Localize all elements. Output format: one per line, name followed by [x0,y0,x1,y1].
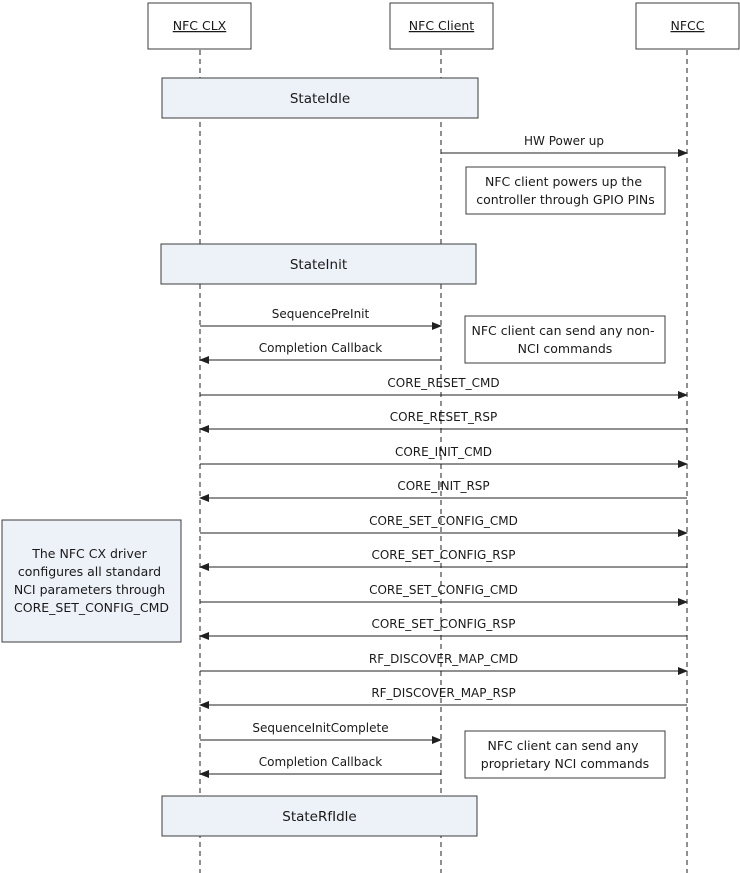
note-line: NCI commands [518,341,613,356]
note-line: configures all standard [18,564,161,579]
message-hw-power-up: HW Power up [441,134,688,157]
note-line: proprietary NCI commands [481,756,649,771]
note-line: NFC client powers up the [485,174,642,189]
message-core-set-config-cmd: CORE_SET_CONFIG_CMD [200,583,688,606]
message-sequence-init-complete: SequenceInitComplete [200,721,442,744]
note-proprietary-nci: NFC client can send any proprietary NCI … [464,730,666,779]
message-rf-discover-map-rsp: RF_DISCOVER_MAP_RSP [199,686,687,709]
message-label: CORE_SET_CONFIG_RSP [371,617,515,631]
message-core-set-config-rsp: CORE_SET_CONFIG_RSP [199,617,687,640]
message-core-set-config-rsp: CORE_SET_CONFIG_RSP [199,548,687,571]
state-box-rfidle: StateRfIdle [161,795,478,837]
message-label: CORE_SET_CONFIG_RSP [371,548,515,562]
svg-text:NFC client can send any non-: NFC client can send any non- NCI command… [472,323,659,356]
svg-text:NFC client can send any: NFC client can send any proprietary NCI … [481,738,649,771]
note-line: NFC client can send any non- [472,323,655,338]
note-line: CORE_SET_CONFIG_CMD [14,600,169,615]
actor-label: NFCC [671,18,705,33]
message-label: CORE_SET_CONFIG_CMD [369,583,518,597]
actor-label: NFC CLX [173,18,227,33]
message-core-reset-cmd: CORE_RESET_CMD [200,376,688,399]
svg-text:NFC client powers up the: NFC client powers up the controller thro… [476,174,655,207]
message-label: SequencePreInit [272,307,370,321]
message-label: CORE_RESET_CMD [387,376,499,390]
note-line: NCI parameters through [14,582,165,597]
message-rf-discover-map-cmd: RF_DISCOVER_MAP_CMD [200,652,688,675]
message-core-reset-rsp: CORE_RESET_RSP [199,410,687,433]
note-cx-driver: The NFC CX driver configures all standar… [1,519,182,643]
state-label: StateIdle [290,91,350,107]
message-completion-callback: Completion Callback [199,341,441,364]
message-sequence-preinit: SequencePreInit [200,307,442,330]
message-label: Completion Callback [259,341,383,355]
state-label: StateInit [290,257,347,273]
state-label: StateRfIdle [282,809,356,825]
message-label: CORE_RESET_RSP [390,410,497,424]
actor-nfc-clx: NFC CLX [147,2,252,50]
message-label: Completion Callback [259,755,383,769]
actor-label: NFC Client [409,18,475,33]
note-line: The NFC CX driver [31,546,147,561]
note-line: NFC client can send any [488,738,640,753]
state-box-idle: StateIdle [161,77,479,119]
message-core-init-cmd: CORE_INIT_CMD [200,445,688,468]
svg-text:The NFC CX driver config: The NFC CX driver configures all standar… [14,546,169,615]
message-completion-callback: Completion Callback [199,755,441,778]
actor-nfc-client: NFC Client [389,2,494,50]
message-label: CORE_INIT_CMD [395,445,492,459]
message-core-init-rsp: CORE_INIT_RSP [199,479,687,502]
message-label: RF_DISCOVER_MAP_RSP [371,686,515,700]
message-label: HW Power up [524,134,604,148]
message-label: CORE_INIT_RSP [397,479,489,493]
state-box-init: StateInit [160,243,477,285]
note-line: controller through GPIO PINs [476,192,655,207]
note-non-nci: NFC client can send any non- NCI command… [464,315,666,364]
message-core-set-config-cmd: CORE_SET_CONFIG_CMD [200,514,688,537]
actor-nfcc: NFCC [635,2,740,50]
message-label: RF_DISCOVER_MAP_CMD [369,652,518,666]
note-power-up: NFC client powers up the controller thro… [465,166,666,215]
message-label: SequenceInitComplete [252,721,388,735]
message-label: CORE_SET_CONFIG_CMD [369,514,518,528]
